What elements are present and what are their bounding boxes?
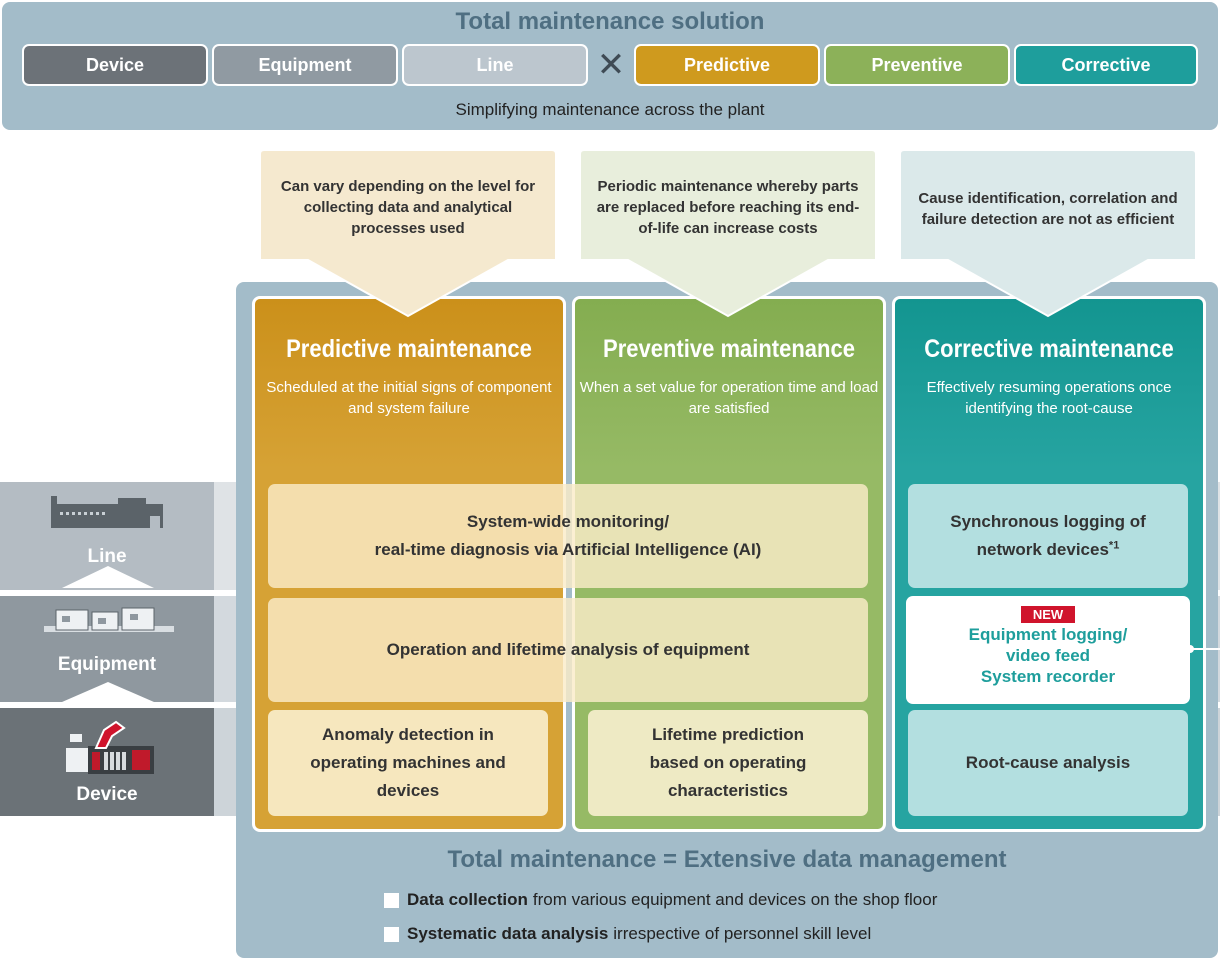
recorder-connector-line xyxy=(1190,648,1220,650)
bullet-2-text: irrespective of personnel skill level xyxy=(613,924,872,943)
equipment-icon xyxy=(44,607,174,702)
feature-ai-line1: System-wide monitoring/ xyxy=(466,512,670,531)
banner-subtitle: Simplifying maintenance across the plant xyxy=(455,100,765,119)
feature-root-cause: Root-cause analysis xyxy=(908,710,1188,816)
predictive-title: Predictive maintenance xyxy=(286,335,532,363)
lifetime-line1: Lifetime prediction xyxy=(651,725,805,744)
level-pill-device: Device xyxy=(22,44,208,86)
level-tab-equipment: Equipment xyxy=(0,596,214,702)
anomaly-line1: Anomaly detection in xyxy=(322,725,494,744)
recorder-line1: Equipment logging/ xyxy=(968,625,1128,644)
factory-icon xyxy=(51,496,163,588)
level-pill-line: Line xyxy=(402,44,588,86)
predictive-callout-text: Can vary depending on the level for coll… xyxy=(280,178,536,237)
corrective-desc: Effectively resuming operations once ide… xyxy=(926,379,1172,417)
feature-system-recorder: NEW Equipment logging/ video feed System… xyxy=(906,596,1190,704)
level-tab-device: Device xyxy=(0,708,214,816)
feature-sync-logging: Synchronous logging of network devices*1 xyxy=(908,484,1188,588)
level-label-device: Device xyxy=(76,784,138,805)
feature-anomaly-detection: Anomaly detection in operating machines … xyxy=(268,710,548,816)
feature-sync-line2: network devices xyxy=(976,540,1109,559)
recorder-connector-dot xyxy=(1186,645,1194,653)
anomaly-line3: devices xyxy=(376,781,440,800)
footer-title: Total maintenance = Extensive data manag… xyxy=(447,846,1007,873)
recorder-line3: System recorder xyxy=(980,667,1116,686)
predictive-callout: Can vary depending on the level for coll… xyxy=(258,148,558,318)
device-icon xyxy=(66,720,154,774)
corrective-callout: Cause identification, correlation and fa… xyxy=(898,148,1198,318)
type-pill-preventive: Preventive xyxy=(824,44,1010,86)
corrective-title: Corrective maintenance xyxy=(924,335,1174,363)
bullet-square xyxy=(384,926,399,942)
footnote-marker: *1 xyxy=(1108,539,1120,552)
banner-title: Total maintenance solution xyxy=(455,8,765,35)
footer-bullet-2: Systematic data analysis irrespective of… xyxy=(384,924,871,944)
lifetime-line3: characteristics xyxy=(667,781,788,800)
preventive-callout-text: Periodic maintenance whereby parts are r… xyxy=(596,178,860,237)
callout-arrow-shape xyxy=(899,149,1197,318)
bullet-1-text: from various equipment and devices on th… xyxy=(532,890,938,909)
feature-sync-line1: Synchronous logging of xyxy=(950,512,1146,531)
lifetime-line2: based on operating xyxy=(649,753,807,772)
level-label-equipment: Equipment xyxy=(57,654,157,675)
feature-ai-monitoring: System-wide monitoring/ real-time diagno… xyxy=(268,484,868,588)
preventive-desc: When a set value for operation time and … xyxy=(579,379,879,417)
callout-arrow-shape xyxy=(259,149,557,318)
callout-arrow-shape xyxy=(579,149,877,318)
bullet-1-bold: Data collection xyxy=(407,890,528,909)
multiply-icon: ✕ xyxy=(596,46,626,84)
feature-ai-line2: real-time diagnosis via Artificial Intel… xyxy=(374,540,762,559)
preventive-callout: Periodic maintenance whereby parts are r… xyxy=(578,148,878,318)
anomaly-line2: operating machines and xyxy=(310,753,506,772)
type-pill-corrective: Corrective xyxy=(1014,44,1198,86)
new-badge: NEW xyxy=(1020,606,1076,623)
preventive-title: Preventive maintenance xyxy=(603,335,855,363)
bullet-square xyxy=(384,892,399,908)
feature-lifetime-prediction: Lifetime prediction based on operating c… xyxy=(588,710,868,816)
predictive-desc: Scheduled at the initial signs of compon… xyxy=(266,379,552,417)
level-label-line: Line xyxy=(87,546,127,567)
type-pill-predictive: Predictive xyxy=(634,44,820,86)
corrective-callout-text: Cause identification, correlation and fa… xyxy=(918,190,1178,228)
recorder-line2: video feed xyxy=(1005,646,1091,665)
level-pill-equipment: Equipment xyxy=(212,44,398,86)
level-tab-line: Line xyxy=(0,482,214,590)
footer-bullet-1: Data collection from various equipment a… xyxy=(384,890,937,910)
bullet-2-bold: Systematic data analysis xyxy=(407,924,609,943)
feature-lifetime-analysis: Operation and lifetime analysis of equip… xyxy=(268,598,868,702)
